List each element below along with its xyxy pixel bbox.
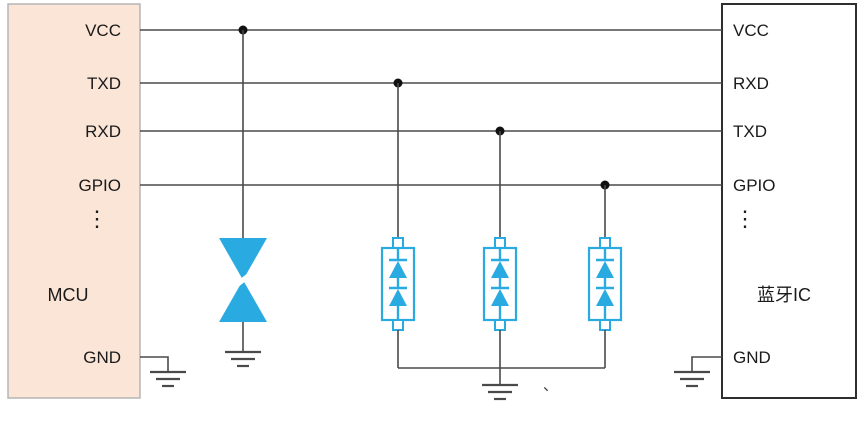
bt-pin-gnd: GND bbox=[733, 348, 771, 367]
gnd-connections bbox=[140, 356, 722, 388]
esd-array-1 bbox=[380, 236, 416, 332]
bluetooth-ic-block: VCC RXD TXD GPIO ⋮ 蓝牙IC GND bbox=[721, 3, 857, 399]
esd-array-2 bbox=[482, 236, 518, 332]
bt-pin-txd: TXD bbox=[733, 122, 767, 141]
junction-dots bbox=[238, 25, 610, 190]
mcu-block: VCC TXD RXD GPIO ⋮ MCU GND bbox=[7, 3, 141, 399]
tvs-ground bbox=[223, 350, 263, 368]
tvs-triangle-bottom bbox=[219, 280, 267, 322]
esd-ground bbox=[480, 383, 520, 401]
mcu-pin-gpio: GPIO bbox=[78, 176, 121, 195]
mcu-pin-gnd: GND bbox=[83, 348, 121, 367]
stray-mark: 、 bbox=[543, 377, 558, 394]
mcu-box bbox=[7, 3, 141, 399]
bluetooth-ic-label: 蓝牙IC bbox=[757, 285, 811, 305]
bt-pin-rxd: RXD bbox=[733, 74, 769, 93]
tvs-bidirectional-slash bbox=[221, 262, 265, 298]
mcu-pin-vcc: VCC bbox=[85, 21, 121, 40]
bt-more-pins-ellipsis: ⋮ bbox=[734, 206, 756, 231]
mcu-label: MCU bbox=[48, 285, 89, 305]
bt-pin-vcc: VCC bbox=[733, 21, 769, 40]
bt-gnd-lead bbox=[691, 356, 722, 372]
mcu-gnd-lead bbox=[140, 356, 169, 372]
mcu-more-pins-ellipsis: ⋮ bbox=[86, 206, 108, 231]
mcu-pin-rxd: RXD bbox=[85, 122, 121, 141]
esd-arrays bbox=[380, 83, 623, 401]
bluetooth-ic-box bbox=[721, 3, 857, 399]
mcu-ground bbox=[148, 370, 188, 388]
tvs-diode bbox=[219, 30, 267, 368]
mcu-pin-txd: TXD bbox=[87, 74, 121, 93]
signal-wires bbox=[140, 29, 722, 186]
bt-ground bbox=[672, 370, 712, 388]
tvs-triangle-top bbox=[219, 238, 267, 280]
esd-array-3 bbox=[587, 236, 623, 332]
bt-pin-gpio: GPIO bbox=[733, 176, 776, 195]
